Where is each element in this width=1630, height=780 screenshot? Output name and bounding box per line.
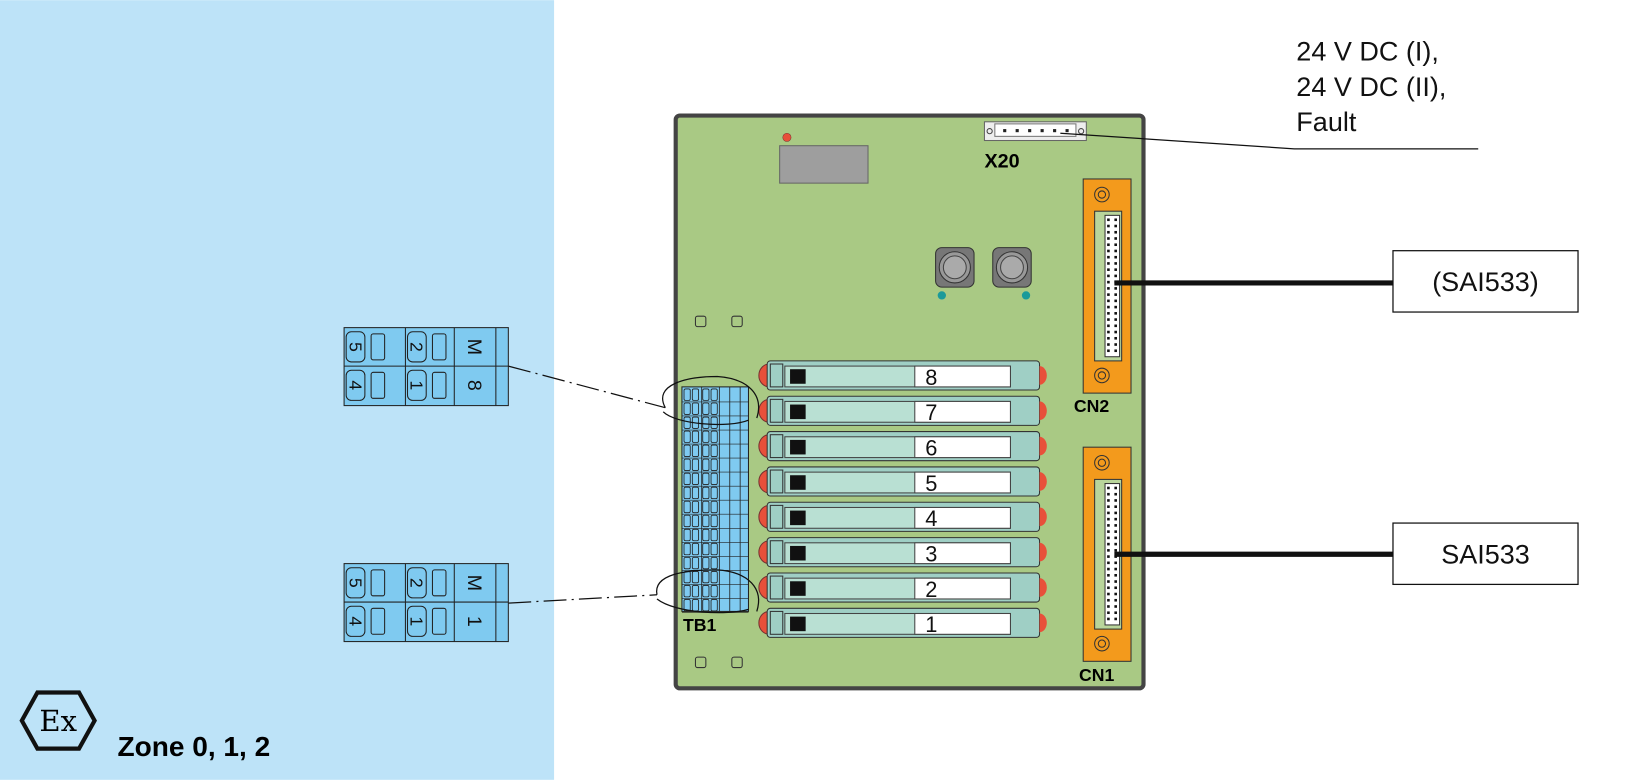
io-module: 4 bbox=[758, 501, 1047, 532]
terminal-number: 2 bbox=[407, 342, 427, 352]
screw-icon bbox=[1094, 635, 1110, 652]
detail-line-top bbox=[508, 365, 666, 409]
module-led bbox=[1039, 613, 1047, 633]
manufacturer-logo bbox=[790, 404, 806, 420]
screw-icon bbox=[1094, 367, 1110, 384]
manufacturer-logo bbox=[790, 439, 806, 455]
manufacturer-logo bbox=[790, 510, 806, 526]
cn2-target-label: (SAI533) bbox=[1432, 267, 1539, 297]
module-led bbox=[1039, 436, 1047, 456]
manufacturer-logo bbox=[790, 616, 806, 632]
x20-signal-1: 24 V DC (I), bbox=[1296, 36, 1439, 66]
tb1-label: TB1 bbox=[683, 615, 717, 635]
detail-line-bottom bbox=[508, 594, 658, 604]
indicator-led bbox=[937, 291, 946, 300]
pin bbox=[1065, 129, 1069, 133]
module-led bbox=[1039, 472, 1047, 491]
terminal-number: 4 bbox=[345, 380, 365, 390]
io-module: 2 bbox=[758, 572, 1047, 603]
module-led bbox=[1039, 542, 1047, 562]
mounting-holes bbox=[694, 315, 743, 669]
io-module: 3 bbox=[758, 537, 1047, 568]
x20-signal-3: Fault bbox=[1296, 107, 1357, 137]
pin bbox=[1040, 129, 1044, 133]
indicator-led bbox=[1021, 291, 1031, 300]
x20-signal-2: 24 V DC (II), bbox=[1296, 72, 1446, 102]
manufacturer-logo bbox=[790, 545, 806, 561]
io-module: 1 bbox=[758, 607, 1047, 638]
label-plate bbox=[779, 145, 869, 184]
terminal-number: 4 bbox=[345, 616, 365, 626]
terminal-number: 5 bbox=[345, 578, 365, 588]
pin bbox=[1015, 129, 1019, 133]
io-module: 8 bbox=[758, 360, 1047, 391]
x20-lead-line bbox=[1060, 132, 1479, 150]
detail-ellipse-top bbox=[662, 375, 759, 426]
terminal-block-tb1 bbox=[681, 386, 749, 613]
connector-cn2 bbox=[1082, 178, 1132, 394]
module-led bbox=[1039, 401, 1047, 421]
connector-x20 bbox=[983, 121, 1087, 142]
screw-icon bbox=[1094, 186, 1110, 203]
module-number: 7 bbox=[925, 400, 937, 425]
module-led bbox=[1039, 366, 1047, 385]
detail-ellipse-bottom bbox=[656, 569, 759, 614]
terminal-number: 5 bbox=[345, 342, 365, 352]
io-module: 7 bbox=[758, 395, 1047, 426]
field-terminal-1: 5 2 M 4 1 1 bbox=[343, 563, 509, 643]
manufacturer-logo bbox=[790, 581, 806, 596]
terminal-number: 2 bbox=[407, 578, 427, 588]
module-number: 5 bbox=[925, 471, 937, 496]
manufacturer-logo bbox=[790, 475, 806, 490]
terminal-number: 1 bbox=[407, 616, 427, 626]
module-number: 2 bbox=[925, 577, 937, 602]
svg-text:Ex: Ex bbox=[39, 704, 77, 738]
zone-label: Zone 0, 1, 2 bbox=[117, 731, 270, 762]
io-module: 5 bbox=[758, 466, 1047, 497]
module-led bbox=[1039, 507, 1047, 527]
module-number: 6 bbox=[925, 435, 937, 460]
cn1-target-label: SAI533 bbox=[1441, 540, 1530, 570]
cn1-target-box bbox=[1392, 522, 1579, 586]
manufacturer-logo bbox=[790, 369, 806, 384]
terminal-marker: 8 bbox=[463, 380, 485, 391]
status-led bbox=[782, 132, 792, 142]
module-led bbox=[1039, 578, 1047, 597]
ex-hazard-icon: Ex bbox=[19, 690, 97, 751]
io-module: 6 bbox=[758, 431, 1047, 462]
cn2-label: CN2 bbox=[1074, 396, 1110, 416]
screw-icon bbox=[1094, 454, 1110, 471]
cn1-label: CN1 bbox=[1079, 665, 1115, 685]
module-number: 4 bbox=[925, 506, 937, 531]
terminal-marker: M bbox=[463, 575, 485, 591]
module-number: 1 bbox=[925, 612, 937, 637]
push-button-1 bbox=[935, 247, 975, 288]
module-number: 8 bbox=[925, 365, 937, 390]
terminal-marker: 1 bbox=[463, 616, 485, 627]
terminal-marker: M bbox=[463, 339, 485, 355]
push-button-2 bbox=[992, 247, 1032, 288]
pin bbox=[1053, 129, 1057, 133]
module-number: 3 bbox=[925, 542, 937, 567]
x20-label: X20 bbox=[984, 151, 1019, 173]
pin bbox=[1003, 129, 1007, 133]
terminal-number: 1 bbox=[407, 380, 427, 390]
field-terminal-8: 5 2 M 4 1 8 bbox=[343, 327, 509, 407]
pin bbox=[1028, 129, 1032, 133]
cn2-target-box bbox=[1392, 250, 1579, 313]
